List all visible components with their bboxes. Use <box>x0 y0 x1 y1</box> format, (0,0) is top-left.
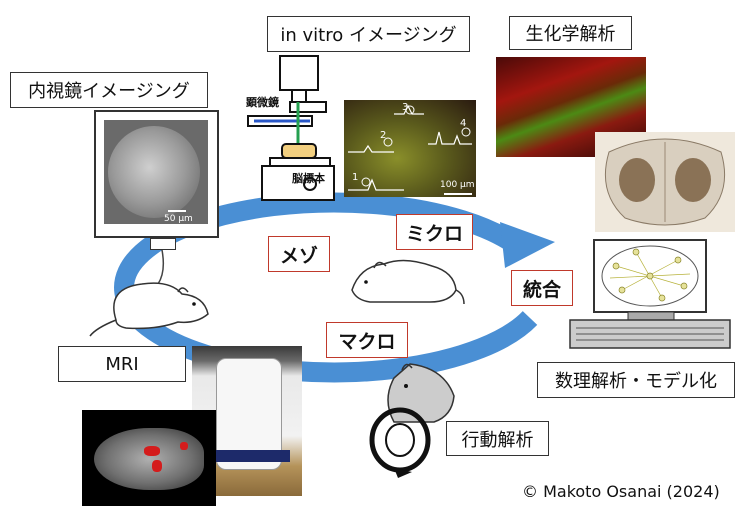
behavior-wheel-illustration <box>369 363 455 478</box>
endoscope-scalebar <box>168 210 186 212</box>
tag-macro: マクロ <box>326 322 408 358</box>
trace-marker-1: 1 <box>352 172 359 183</box>
microscope-illustration <box>247 55 335 201</box>
label-mri: MRI <box>58 346 186 382</box>
mri-scan-image <box>82 410 216 506</box>
brain-section-image <box>595 132 735 232</box>
trace-marker-2: 2 <box>380 130 387 141</box>
copyright-text: © Makoto Osanai (2024) <box>522 482 720 501</box>
endoscope-image-frame: 50 μm <box>104 120 208 224</box>
label-biochem: 生化学解析 <box>509 16 632 50</box>
calcium-traces <box>348 104 472 195</box>
label-endoscope-imaging: 内視鏡イメージング <box>10 72 208 108</box>
endoscope-connector <box>150 238 176 250</box>
mri-brain <box>94 428 204 490</box>
cycle-arrowhead <box>500 222 555 268</box>
tag-meso: メゾ <box>268 236 330 272</box>
computer-illustration <box>569 239 731 349</box>
endoscope-scalebar-label: 50 μm <box>164 214 193 224</box>
trace-marker-3: 3 <box>402 102 409 113</box>
tag-micro: ミクロ <box>396 214 473 250</box>
trace-marker-4: 4 <box>460 118 467 129</box>
label-modeling: 数理解析・モデル化 <box>537 362 735 398</box>
microscope-label: 顕微鏡 <box>246 96 279 109</box>
specimen-label: 脳標本 <box>292 172 325 185</box>
endoscope-monitor: 50 μm <box>94 110 219 238</box>
endoscope-field <box>108 126 200 218</box>
label-behavior: 行動解析 <box>446 421 549 456</box>
mri-activation-1 <box>144 446 160 456</box>
mri-activation-3 <box>180 442 188 450</box>
mouse-with-endoscope <box>89 249 209 337</box>
center-mouse <box>351 259 465 305</box>
fluorescence-image: 1 2 3 4 100 μm <box>344 100 476 197</box>
mri-base <box>206 450 290 462</box>
tag-integration: 統合 <box>511 270 573 306</box>
mri-activation-2 <box>152 460 162 472</box>
label-invitro-imaging: in vitro イメージング <box>267 16 470 52</box>
scalebar-fluor-label: 100 μm <box>440 180 475 190</box>
